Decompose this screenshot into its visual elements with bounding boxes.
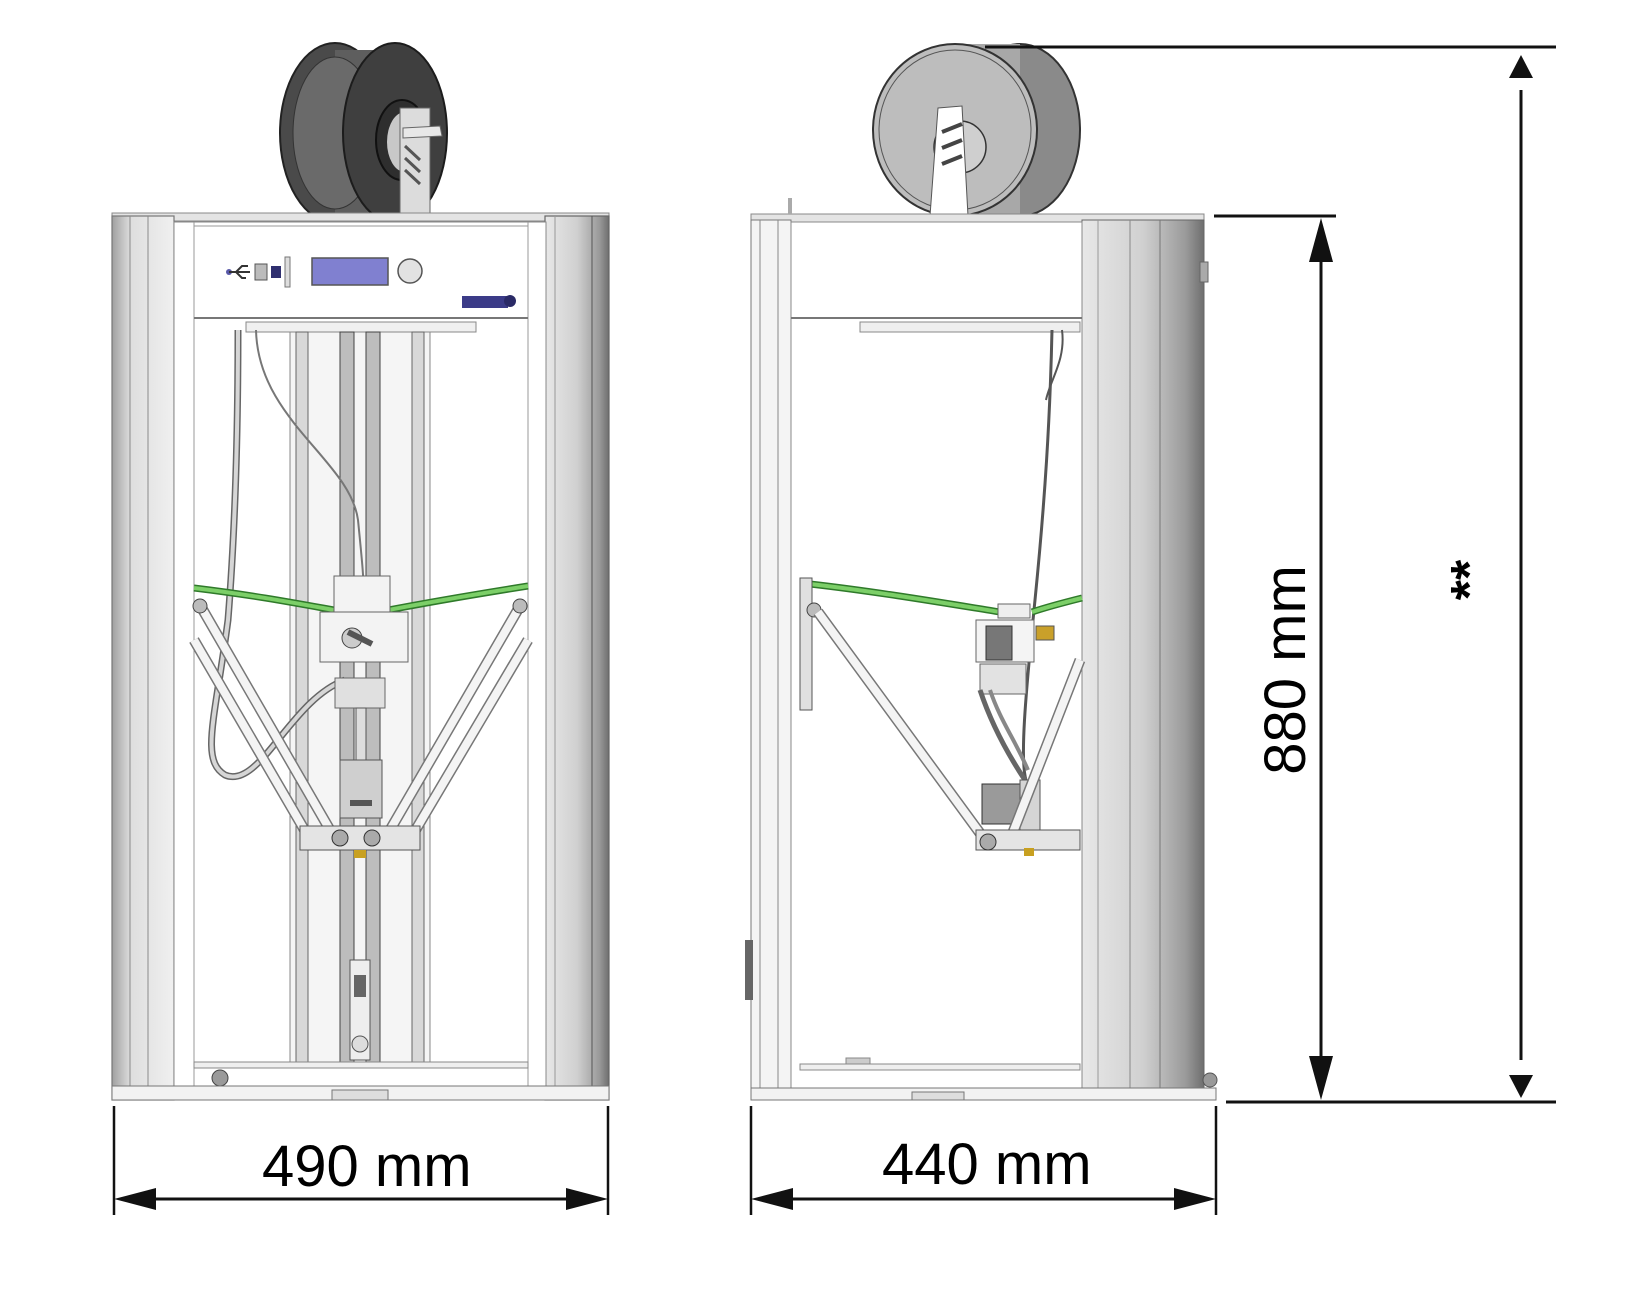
sd-card-slot-icon <box>254 263 268 281</box>
left-pillar <box>111 215 175 1101</box>
control-panel <box>193 225 529 319</box>
lcd-display <box>311 257 389 286</box>
delta-arms-front <box>189 598 533 858</box>
control-knob <box>397 258 423 284</box>
dimension-lines <box>112 45 1556 1215</box>
front-width-label: 490 mm <box>262 1134 472 1199</box>
delta-arms-side <box>813 608 1086 856</box>
side-power-switch <box>745 940 753 1000</box>
filament-spool-front <box>279 42 448 224</box>
side-depth-label: 440 mm <box>882 1132 1092 1197</box>
power-socket-icon <box>271 266 281 278</box>
total-height-label: ** <box>1441 559 1499 601</box>
extruder-assembly <box>319 575 409 819</box>
filament-tube-left <box>193 586 346 614</box>
filament-spool-side <box>872 43 1081 217</box>
panel-switch <box>284 256 291 288</box>
filament-tube-side <box>809 582 1001 614</box>
front-view <box>111 42 610 1101</box>
brand-logo <box>462 296 508 308</box>
filament-tube-right <box>377 584 529 614</box>
usb-icon <box>226 265 250 279</box>
brand-logo-mark <box>504 295 516 307</box>
frame-height-label: 880 mm <box>1253 565 1318 775</box>
side-view <box>745 43 1218 1101</box>
